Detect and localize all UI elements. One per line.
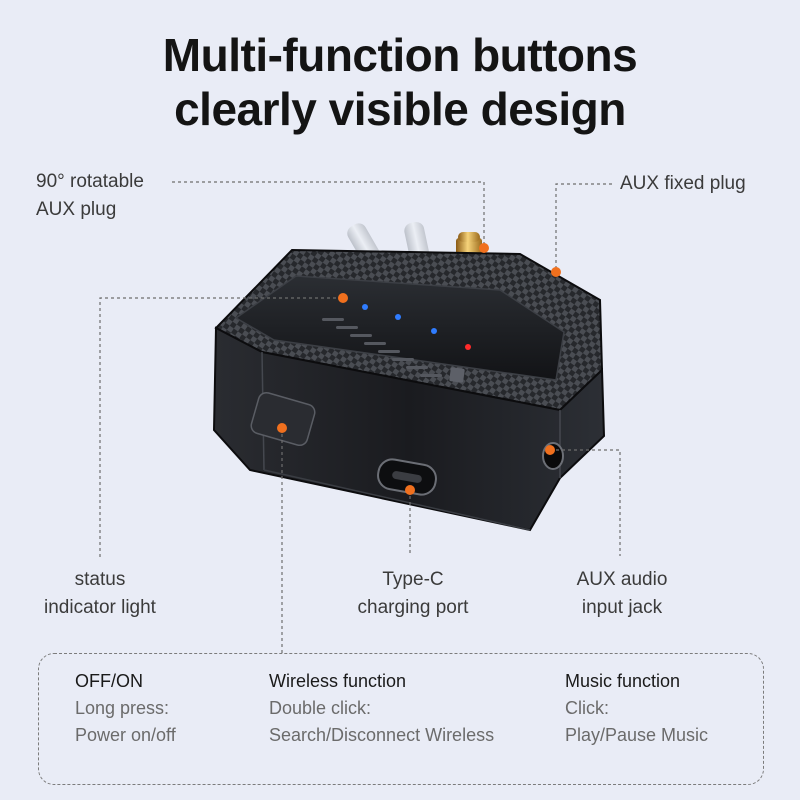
led-blue-1 [362,304,368,310]
headline-line-2: clearly visible design [174,83,626,135]
brand-logo [449,367,465,383]
callout-markers [277,243,561,495]
callout-rotatable-plug: 90° rotatable AUX plug [36,171,144,220]
leader-lines [99,181,621,653]
headline: Multi-function buttons clearly visible d… [0,28,800,136]
led-red [465,344,471,350]
callout-type-c: Type-C charging port [357,569,469,618]
power-button [250,391,316,447]
function-description-box: OFF/ON Long press: Power on/off Wireless… [38,653,764,785]
callout-aux-jack: AUX audio input jack [576,569,668,618]
callout-fixed-plug: AUX fixed plug [620,173,746,194]
function-wireless: Wireless function Double click: Search/D… [269,671,495,745]
led-blue-3 [431,328,437,334]
function-off-on: OFF/ON Long press: Power on/off [75,671,176,745]
battery-indicator-bars [322,318,442,377]
headline-line-1: Multi-function buttons [162,29,638,81]
callout-status-light: status indicator light [44,569,156,618]
led-blue-2 [395,314,401,320]
function-music: Music function Click: Play/Pause Music [565,671,709,745]
